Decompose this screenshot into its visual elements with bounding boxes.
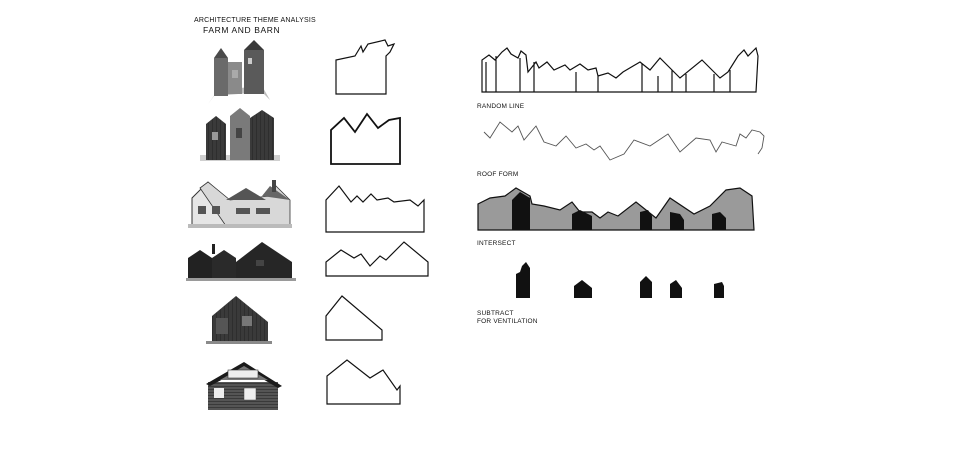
outline-1 [335,39,396,95]
diagram-title: FARM AND BARN [203,25,281,35]
outline-6 [326,359,401,405]
outline-5 [325,295,383,341]
photo-timber-barns [200,108,280,161]
photo-farmhouse [188,180,292,228]
label-roof-form: ROOF FORM [477,171,519,178]
label-random-line: RANDOM LINE [477,103,525,110]
outline-4 [325,241,429,277]
outline-2 [330,112,401,165]
combined-roofline [481,46,759,93]
ventilation-shapes [516,262,724,298]
roof-form-dark-segments [512,192,726,230]
photo-cottage [206,362,282,410]
photo-black-sheds [186,242,296,281]
label-subtract: SUBTRACT [477,310,514,317]
diagram-subtitle: ARCHITECTURE THEME ANALYSIS [194,17,316,24]
roof-form [477,187,755,231]
random-line [483,121,765,161]
outline-3 [325,185,425,233]
label-intersect: INTERSECT [477,240,516,247]
label-for-ventilation: FOR VENTILATION [477,318,538,325]
photo-silo-barn [208,40,270,104]
photo-single-barn [206,296,272,344]
